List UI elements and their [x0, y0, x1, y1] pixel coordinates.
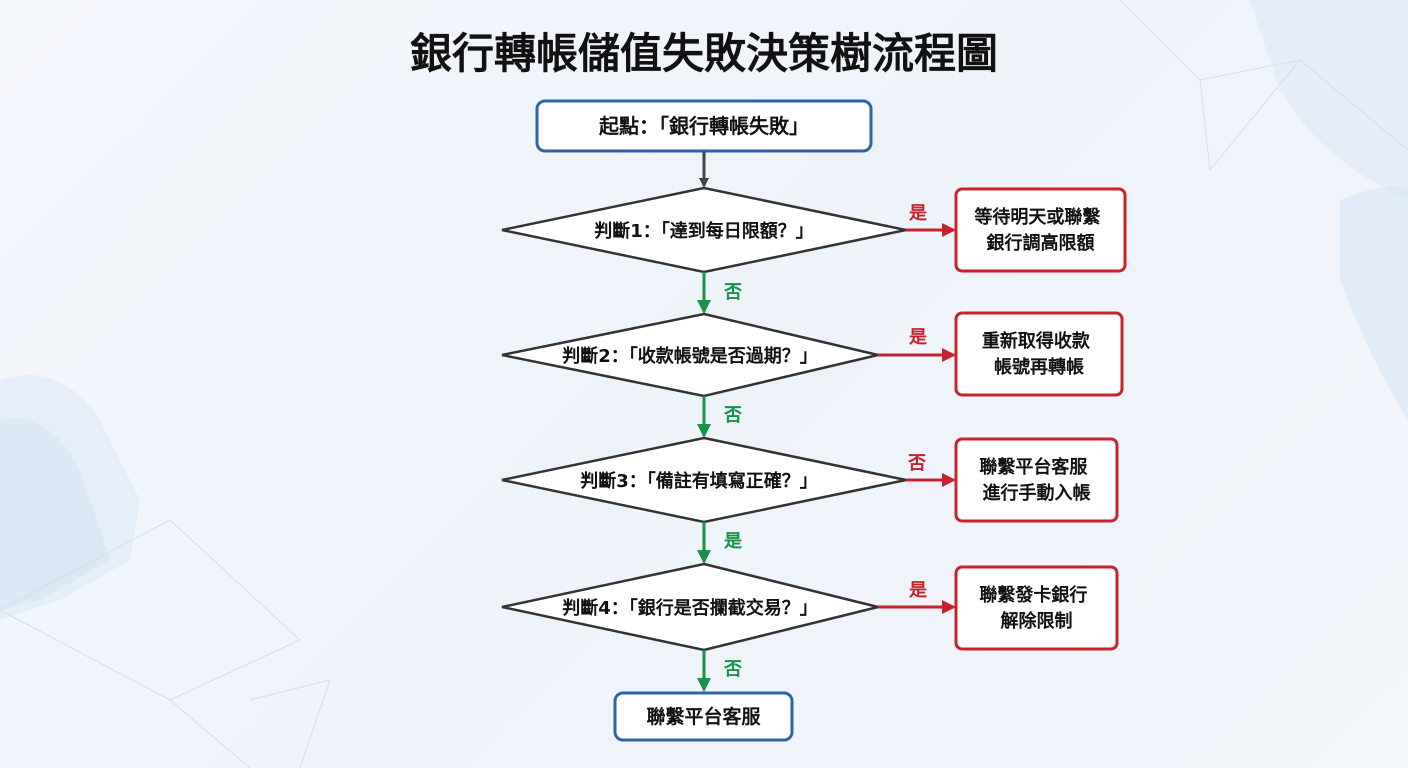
action-2-line-2: 帳號再轉帳: [994, 356, 1084, 378]
action-3-box: [954, 437, 1119, 523]
decision-4-label: 判斷4：「銀行是否攔截交易？」: [562, 597, 818, 619]
decision-1-label: 判斷1：「達到每日限額？」: [594, 220, 814, 242]
action-4-line-1: 聯繫發卡銀行: [979, 584, 1087, 606]
decision-4-next-label: 否: [723, 659, 742, 680]
action-4-line-2: 解除限制: [1001, 610, 1073, 632]
end-node-label: 聯繫平台客服: [646, 705, 761, 728]
page-title: 銀行轉帳儲值失敗決策樹流程圖: [410, 29, 998, 78]
decision-3-next-label: 是: [723, 531, 742, 552]
end-node: [613, 691, 794, 742]
action-4-box: [954, 565, 1119, 651]
decision-3-label: 判斷3：「備註有填寫正確？」: [580, 470, 818, 492]
action-1-box: [954, 187, 1127, 273]
action-4-label: 聯繫發卡銀行 解除限制: [979, 584, 1093, 632]
action-2-label: 重新取得收款 帳號再轉帳: [982, 330, 1096, 378]
action-3-line-1: 聯繫平台客服: [979, 456, 1088, 478]
decision-2-branch-label: 是: [908, 327, 927, 348]
decision-2-next-label: 否: [723, 405, 742, 426]
start-node-label: 起點：「銀行轉帳失敗」: [598, 114, 809, 138]
decision-4-branch-label: 是: [908, 580, 927, 601]
action-1-line-1: 等待明天或聯繫: [974, 206, 1100, 228]
action-1-line-2: 銀行調高限額: [987, 232, 1095, 254]
action-2-line-1: 重新取得收款: [982, 330, 1091, 352]
decision-3-branch-label: 否: [907, 453, 926, 474]
decision-1-next-label: 否: [723, 282, 742, 303]
decision-2-label: 判斷2：「收款帳號是否過期？」: [562, 345, 818, 367]
action-1-label: 等待明天或聯繫 銀行調高限額: [974, 206, 1106, 254]
action-3-line-2: 進行手動入帳: [983, 482, 1091, 504]
decision-1-branch-label: 是: [908, 203, 927, 224]
action-2-box: [954, 311, 1124, 397]
action-3-label: 聯繫平台客服 進行手動入帳: [979, 456, 1093, 504]
